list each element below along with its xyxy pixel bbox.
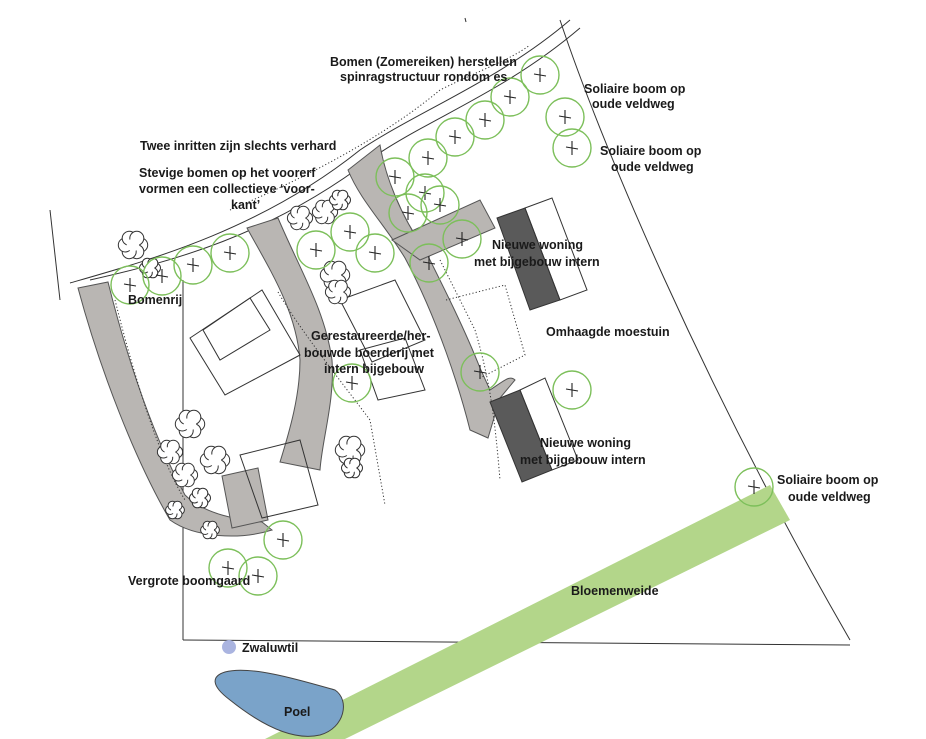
tree-symbol	[545, 97, 585, 137]
label-poel: Poel	[284, 705, 310, 719]
bloemenweide-area	[265, 485, 790, 739]
tree-symbol	[296, 230, 336, 270]
label-inritten: Twee inritten zijn slechts verhard	[140, 139, 336, 153]
tree-symbol	[208, 548, 248, 588]
bush-symbol	[341, 457, 363, 479]
label-nieuwe-woning-2a: Nieuwe woning	[540, 436, 631, 450]
label-gerestaureerde-2: bouwde boerderij met	[304, 346, 435, 360]
bush-symbol	[329, 189, 351, 211]
bush-symbol	[171, 462, 199, 488]
road-branch	[391, 199, 496, 261]
bush-symbol	[165, 500, 185, 520]
label-solitaire-2a: Soliaire boom op	[600, 144, 702, 158]
label-solitaire-1b: oude veldweg	[592, 97, 675, 111]
tree-symbol	[355, 233, 395, 273]
tree-symbol	[408, 138, 448, 178]
tree-symbol	[110, 265, 150, 305]
tree-symbol	[330, 212, 370, 252]
tree-symbol	[460, 352, 500, 392]
poel-pond	[214, 669, 344, 737]
hedge-lines	[114, 44, 531, 506]
label-nieuwe-woning-1b: met bijgebouw intern	[474, 255, 600, 269]
tree-symbol	[263, 520, 303, 560]
bush-symbol	[174, 409, 206, 439]
tree-symbol	[238, 556, 278, 596]
bush-symbol	[199, 445, 231, 475]
bush-symbol	[189, 487, 211, 509]
building-farm	[189, 279, 426, 519]
bush-symbol	[286, 205, 314, 231]
label-gerestaureerde-3: intern bijgebouw	[324, 362, 424, 376]
bush-symbol	[117, 230, 149, 260]
label-zwaluwtil: Zwaluwtil	[242, 641, 298, 655]
tree-symbol	[388, 193, 428, 233]
label-stevige-2: vormen een collectieve ‘voor-	[139, 182, 315, 196]
tree-group	[110, 55, 774, 596]
central-road-right	[347, 144, 516, 439]
tree-symbol	[332, 363, 372, 403]
bush-group	[117, 189, 366, 540]
tree-symbol	[520, 55, 560, 95]
tree-symbol	[210, 233, 250, 273]
label-bomen-herstellen-1: Bomen (Zomereiken) herstellen	[330, 55, 517, 69]
building-new-house-1	[496, 197, 588, 311]
tree-symbol	[173, 245, 213, 285]
label-gerestaureerde-1: Gerestaureerde/her-	[311, 329, 431, 343]
label-solitaire-3b: oude veldweg	[788, 490, 871, 504]
label-bloemenweide: Bloemenweide	[571, 584, 659, 598]
label-solitaire-3a: Soliaire boom op	[777, 473, 879, 487]
central-road-left	[246, 217, 333, 471]
label-bomen-herstellen-2: spinragstructuur rondom es	[340, 70, 507, 84]
label-solitaire-2b: oude veldweg	[611, 160, 694, 174]
tree-symbol	[465, 100, 505, 140]
bush-symbol	[324, 279, 352, 305]
building-new-house-2	[489, 377, 579, 483]
label-bomenrij: Bomenrij	[128, 293, 182, 307]
tree-symbol	[734, 467, 774, 507]
tree-symbol	[142, 256, 182, 296]
tree-symbol	[442, 219, 482, 259]
label-nieuwe-woning-1a: Nieuwe woning	[492, 238, 583, 252]
label-boomgaard: Vergrote boomgaard	[128, 574, 250, 588]
label-nieuwe-woning-2b: met bijgebouw intern	[520, 453, 646, 467]
tree-symbol	[409, 243, 449, 283]
tree-symbol	[552, 370, 592, 410]
label-moestuin: Omhaagde moestuin	[546, 325, 670, 339]
left-driveway	[77, 281, 274, 537]
bush-symbol	[311, 199, 339, 225]
label-stevige-3: kant’	[231, 198, 260, 212]
zwaluwtil-dot	[222, 640, 236, 654]
bush-symbol	[200, 520, 220, 540]
tree-symbol	[435, 117, 475, 157]
bush-symbol	[156, 439, 184, 465]
tree-symbol	[490, 77, 530, 117]
label-solitaire-1a: Soliaire boom op	[584, 82, 686, 96]
tree-symbol	[552, 128, 592, 168]
map-labels: Bomen (Zomereiken) herstellen spinragstr…	[128, 55, 879, 719]
tree-symbol	[420, 185, 460, 225]
label-stevige-1: Stevige bomen op het voorerf	[139, 166, 316, 180]
